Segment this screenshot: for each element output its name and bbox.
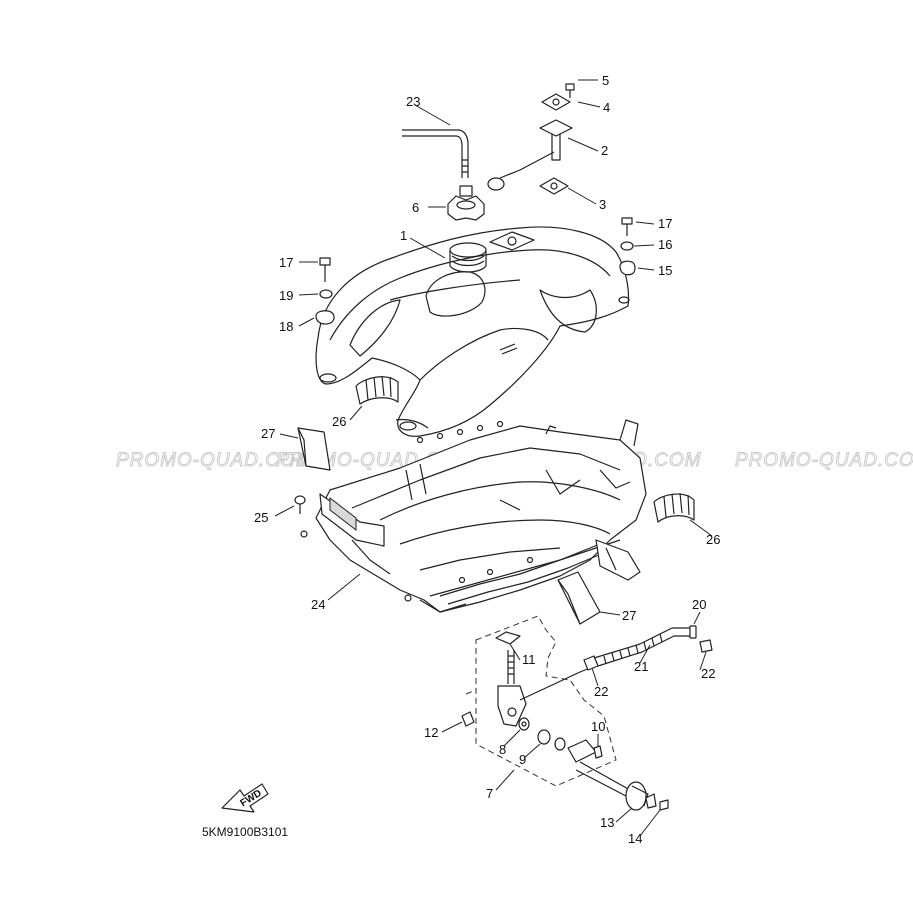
callout-13: 13 [600, 815, 614, 830]
fasteners [315, 217, 636, 325]
callout-numbers: 1 2 3 4 5 6 7 8 9 10 11 12 13 14 15 16 1… [254, 73, 720, 846]
callout-5: 5 [602, 73, 609, 88]
callout-14: 14 [628, 831, 642, 846]
callout-10: 10 [591, 719, 605, 734]
callout-20: 20 [692, 597, 706, 612]
callout-27-right: 27 [622, 608, 636, 623]
callout-25: 25 [254, 510, 268, 525]
callout-9: 9 [519, 752, 526, 767]
breather-hose [402, 129, 469, 178]
callout-6: 6 [412, 200, 419, 215]
gasket-4 [541, 93, 571, 111]
callout-26-right: 26 [706, 532, 720, 547]
under-frame [300, 419, 647, 613]
callout-17-right: 17 [658, 216, 672, 231]
fuel-cap [447, 185, 485, 221]
fuel-tank [315, 226, 630, 437]
frame-holes [300, 420, 534, 602]
watermark-1: PROMO-QUAD.COM [116, 450, 313, 471]
callout-4: 4 [603, 100, 610, 115]
callout-11: 11 [522, 652, 536, 667]
callout-2: 2 [601, 143, 608, 158]
callout-22-left: 22 [594, 684, 608, 699]
leader-lines [274, 79, 713, 837]
callout-15: 15 [658, 263, 672, 278]
callout-27-left: 27 [261, 426, 275, 441]
callout-16: 16 [658, 237, 672, 252]
callout-23: 23 [406, 94, 420, 109]
diagram-code: 5KM9100B3101 [202, 825, 288, 839]
fuel-cock [461, 615, 713, 811]
callout-17-left: 17 [279, 255, 293, 270]
callout-24: 24 [311, 597, 325, 612]
callout-22-right: 22 [701, 666, 715, 681]
callout-1: 1 [400, 228, 407, 243]
callout-12: 12 [424, 725, 438, 740]
screw-25 [294, 495, 306, 514]
fuel-sender [487, 83, 575, 195]
fwd-arrow-icon: FWD [221, 783, 269, 813]
dampers [355, 375, 695, 523]
watermark-4: PROMO-QUAD.COM [735, 450, 913, 471]
gasket-3 [539, 177, 569, 195]
callout-8: 8 [499, 742, 506, 757]
callout-7: 7 [486, 786, 493, 801]
callout-3: 3 [599, 197, 606, 212]
callout-21: 21 [634, 659, 648, 674]
callout-19: 19 [279, 288, 293, 303]
callout-26-left: 26 [332, 414, 346, 429]
callout-18: 18 [279, 319, 293, 334]
